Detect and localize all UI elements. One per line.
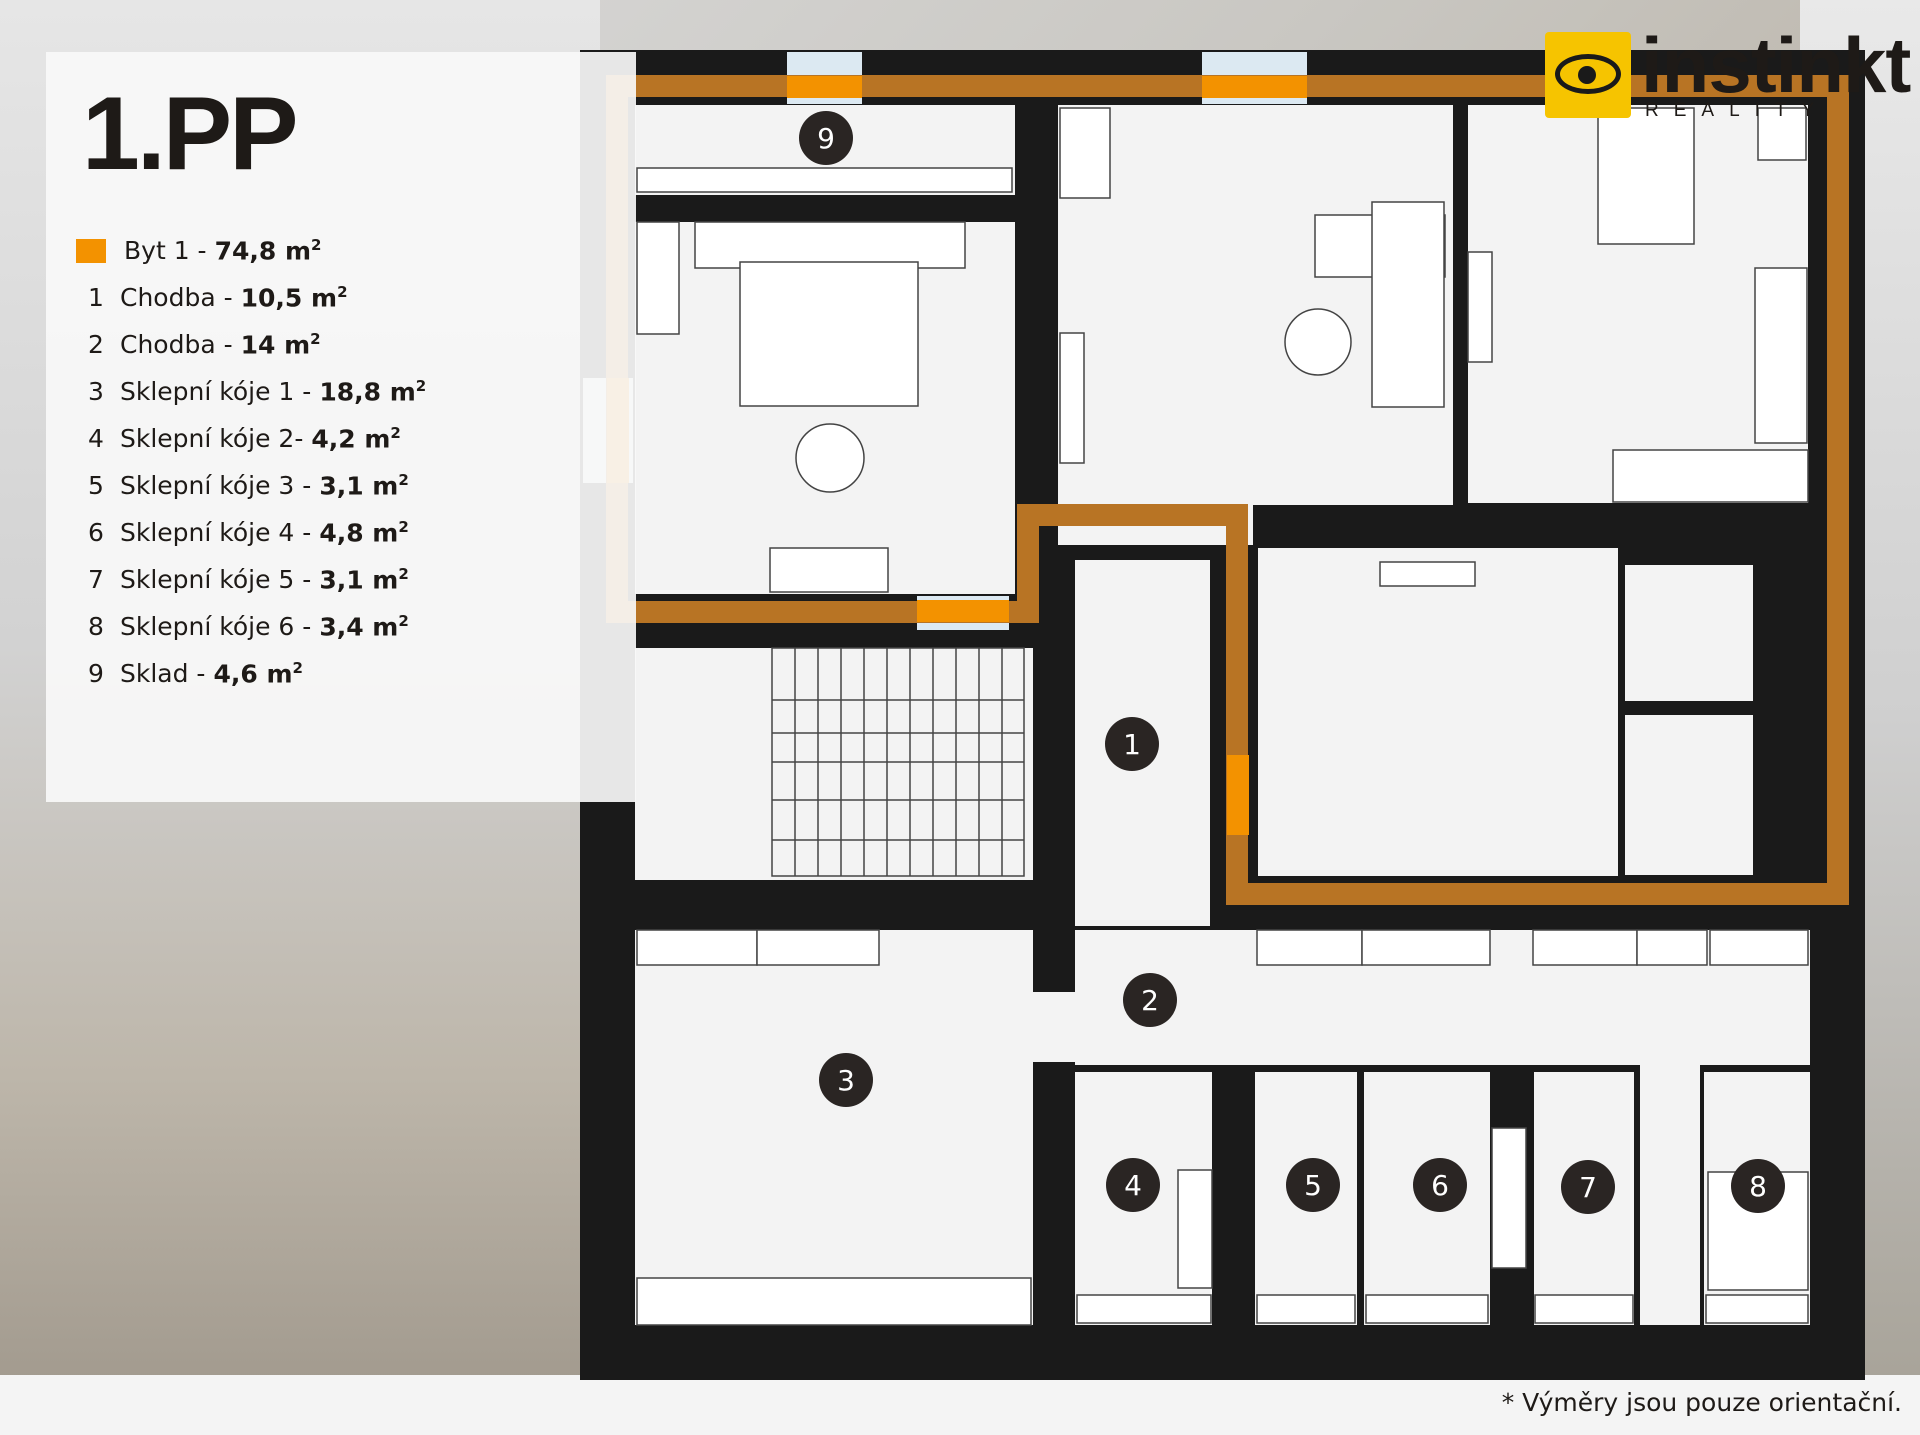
- stairs: [771, 647, 1025, 877]
- legend-name: Sklad -: [120, 659, 206, 688]
- legend-number: 2: [88, 330, 104, 359]
- legend-value: 74,8 m2: [214, 235, 322, 266]
- background-bottom: [0, 1375, 1920, 1435]
- room-markers: [799, 111, 1785, 1214]
- legend-name: Sklepní kóje 4 -: [120, 518, 312, 547]
- logo-name: instinkt: [1641, 21, 1911, 109]
- legend-item-room: 8 Sklepní kóje 6 - 3,4 m2: [76, 603, 426, 650]
- legend-name: Sklepní kóje 2-: [120, 424, 304, 453]
- legend-item-room: 7 Sklepní kóje 5 - 3,1 m2: [76, 556, 426, 603]
- interior-floors: [635, 105, 1810, 1325]
- legend-item-room: 6 Sklepní kóje 4 - 4,8 m2: [76, 509, 426, 556]
- marker-label: 2: [1141, 984, 1159, 1017]
- legend-item-room: 5 Sklepní kóje 3 - 3,1 m2: [76, 462, 426, 509]
- legend-value: 4,6 m2: [213, 658, 303, 689]
- brand-logo: instinkt REALITY: [1545, 21, 1911, 130]
- legend-item-room: 4 Sklepní kóje 2- 4,2 m2: [76, 415, 426, 462]
- legend-number: 7: [88, 565, 104, 594]
- legend-name: Chodba -: [120, 330, 233, 359]
- legend-number: 8: [88, 612, 104, 641]
- legend-number: 6: [88, 518, 104, 547]
- room-cellar-gap: [1640, 1065, 1700, 1325]
- legend-item-room: 3 Sklepní kóje 1 - 18,8 m2: [76, 368, 426, 415]
- logo-subtitle: REALITY: [1645, 100, 1830, 121]
- floor-label: 1.PP: [82, 76, 298, 192]
- footnote: * Výměry jsou pouze orientační.: [1501, 1388, 1902, 1417]
- marker-label: 9: [817, 122, 835, 155]
- legend-number: 3: [88, 377, 104, 406]
- legend-name: Chodba -: [120, 283, 233, 312]
- legend-value: 14 m2: [240, 329, 321, 360]
- room-bathroom: [1625, 565, 1753, 701]
- legend-list: Byt 1 - 74,8 m2 1 Chodba - 10,5 m2 2 Cho…: [76, 227, 426, 697]
- room-lower-left: [635, 650, 755, 880]
- legend-item-apartment: Byt 1 - 74,8 m2: [76, 227, 426, 274]
- legend-panel: 1.PP Byt 1 - 74,8 m2 1 Chodba - 10,5 m2 …: [46, 52, 636, 802]
- marker-label: 4: [1124, 1169, 1142, 1202]
- furniture: [636, 107, 1809, 1326]
- legend-item-room: 1 Chodba - 10,5 m2: [76, 274, 426, 321]
- legend-number: 9: [88, 659, 104, 688]
- room-cellar-1-link: [1033, 992, 1075, 1062]
- legend-name: Sklepní kóje 6 -: [120, 612, 312, 641]
- legend-value: 3,1 m2: [319, 470, 409, 501]
- legend-name: Sklepní kóje 1 -: [120, 377, 312, 406]
- marker-label: 6: [1431, 1169, 1449, 1202]
- legend-value: 4,2 m2: [311, 423, 401, 454]
- eye-icon: [1545, 32, 1631, 118]
- room-cellar-1: [635, 930, 1033, 1325]
- legend-name: Sklepní kóje 3 -: [120, 471, 312, 500]
- legend-name: Sklepní kóje 5 -: [120, 565, 312, 594]
- marker-label: 8: [1749, 1170, 1767, 1203]
- legend-value: 4,8 m2: [319, 517, 409, 548]
- apartment-swatch: [76, 238, 106, 263]
- legend-value: 10,5 m2: [240, 282, 348, 313]
- legend-item-room: 2 Chodba - 14 m2: [76, 321, 426, 368]
- apartment-outline: [606, 75, 1849, 905]
- marker-label: 7: [1579, 1171, 1597, 1204]
- room-hall-apartment: [1258, 548, 1618, 876]
- legend-number: 4: [88, 424, 104, 453]
- room-wc: [1625, 715, 1753, 875]
- legend-name: Byt 1 -: [124, 236, 207, 265]
- legend-value: 3,1 m2: [319, 564, 409, 595]
- legend-number: 5: [88, 471, 104, 500]
- legend-number: 1: [88, 283, 104, 312]
- marker-label: 1: [1123, 728, 1141, 761]
- legend-value: 3,4 m2: [319, 611, 409, 642]
- marker-label: 5: [1304, 1169, 1322, 1202]
- legend-value: 18,8 m2: [319, 376, 427, 407]
- marker-label: 3: [837, 1064, 855, 1097]
- legend-item-room: 9 Sklad - 4,6 m2: [76, 650, 426, 697]
